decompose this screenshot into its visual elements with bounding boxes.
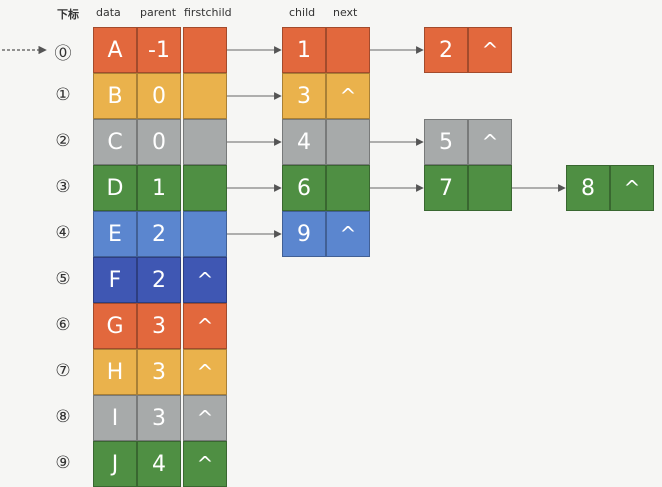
node-firstchild-cell [183,165,227,211]
child-index-cell: 7 [424,165,468,211]
node-firstchild-cell: ^ [183,395,227,441]
node-firstchild-cell: ^ [183,441,227,487]
node-data-cell: A [93,27,137,73]
node-parent-cell: 1 [137,165,181,211]
child-next-cell: ^ [326,211,370,257]
node-data-cell: J [93,441,137,487]
node-data-cell: H [93,349,137,395]
header-data: data [96,6,121,19]
row-index-label: ⑦ [55,361,71,381]
header-index: 下标 [57,8,79,21]
child-next-cell [326,165,370,211]
row-index-label: ⓪ [54,44,72,64]
child-index-cell: 9 [282,211,326,257]
child-index-cell: 1 [282,27,326,73]
child-index-cell: 6 [282,165,326,211]
node-firstchild-cell [183,119,227,165]
node-parent-cell: 0 [137,73,181,119]
row-index-label: ② [55,131,71,151]
node-firstchild-cell: ^ [183,349,227,395]
node-parent-cell: 2 [137,257,181,303]
node-parent-cell: 4 [137,441,181,487]
child-index-cell: 8 [566,165,610,211]
child-index-cell: 2 [424,27,468,73]
child-next-cell [326,27,370,73]
node-parent-cell: 3 [137,349,181,395]
child-next-cell: ^ [610,165,654,211]
header-firstchild: firstchild [184,6,232,19]
row-index-label: ⑧ [55,407,71,427]
row-index-label: ① [55,85,71,105]
row-index-label: ⑨ [55,453,71,473]
node-firstchild-cell: ^ [183,257,227,303]
node-parent-cell: 2 [137,211,181,257]
node-data-cell: C [93,119,137,165]
row-index-label: ④ [55,223,71,243]
node-firstchild-cell [183,27,227,73]
node-data-cell: F [93,257,137,303]
row-index-label: ⑥ [55,315,71,335]
node-firstchild-cell: ^ [183,303,227,349]
child-index-cell: 3 [282,73,326,119]
node-firstchild-cell [183,73,227,119]
node-parent-cell: 0 [137,119,181,165]
child-index-cell: 5 [424,119,468,165]
row-index-label: ⑤ [55,269,71,289]
child-next-cell [326,119,370,165]
child-next-cell: ^ [326,73,370,119]
node-data-cell: G [93,303,137,349]
node-parent-cell: 3 [137,303,181,349]
node-data-cell: I [93,395,137,441]
node-parent-cell: -1 [137,27,181,73]
node-data-cell: D [93,165,137,211]
header-parent: parent [140,6,177,19]
header-next: next [333,6,358,19]
node-data-cell: E [93,211,137,257]
child-next-cell [468,165,512,211]
row-index-label: ③ [55,177,71,197]
node-parent-cell: 3 [137,395,181,441]
node-data-cell: B [93,73,137,119]
header-child: child [289,6,316,19]
child-next-cell: ^ [468,119,512,165]
node-firstchild-cell [183,211,227,257]
child-next-cell: ^ [468,27,512,73]
child-index-cell: 4 [282,119,326,165]
